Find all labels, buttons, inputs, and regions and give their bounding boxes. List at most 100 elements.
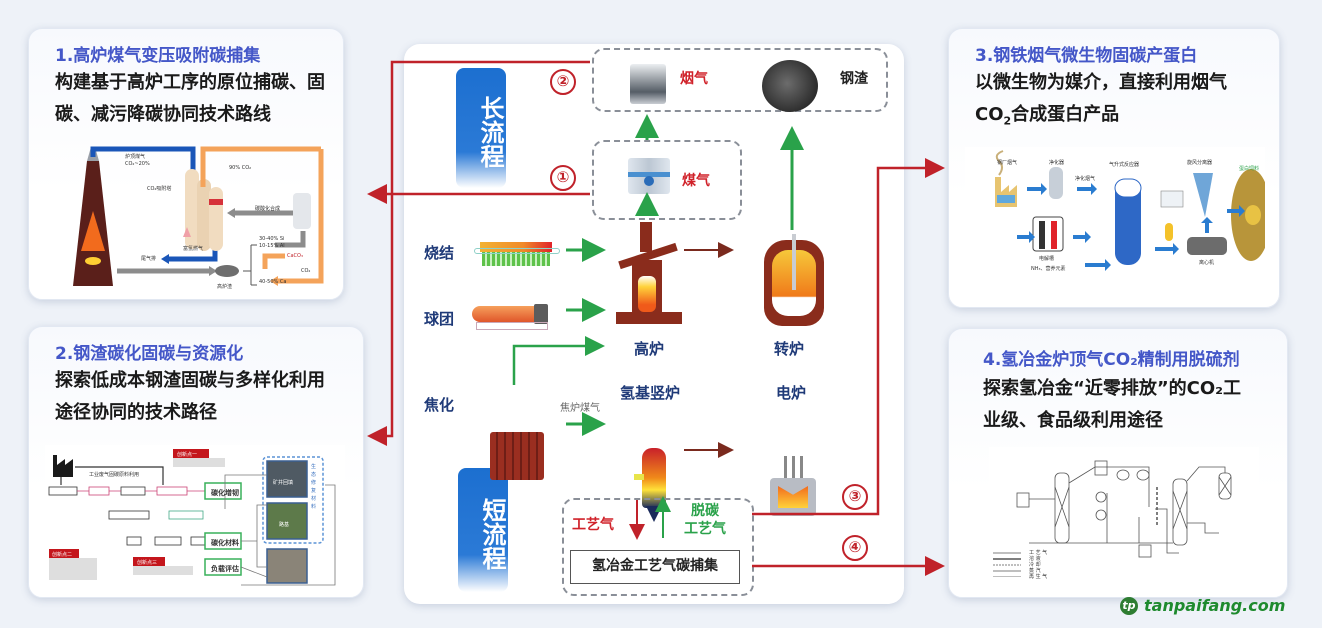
microbial-process-diagram: 钢厂烟气 净化器 净化烟气 气升式反应器 旋风分离器 蛋白饲料 电解槽 NH₃、…: [965, 147, 1271, 277]
watermark-text: tanpaifang.com: [1144, 596, 1286, 615]
card-description: 探索低成本钢渣固碳与多样化利用 途径协同的技术路径: [55, 365, 365, 429]
label-nutrients: NH₃、营养元素: [1031, 266, 1066, 272]
desc-line: 探索低成本钢渣固碳与多样化利用: [55, 370, 325, 391]
eaf-label: 电炉: [776, 384, 807, 402]
decarb-line-1: 脱碳: [691, 503, 719, 519]
regenerator-tower-icon: [1172, 478, 1188, 546]
block-photo: [266, 548, 308, 584]
label-load-eval: 负载评估: [211, 565, 239, 573]
desc-line: 构建基于高炉工序的原位捕碳、固: [55, 72, 325, 93]
label-road: 路基: [279, 522, 290, 528]
label-product-gas: 富氢燃气: [183, 246, 204, 252]
slag-carbonation-diagram: 工业废气固碳原料利用 创新点一 创新点二 创新点三 碳化增韧 碳化材料 负载评估…: [45, 445, 345, 595]
coke-oven-gas-label: 焦炉煤气: [560, 403, 600, 414]
desc-line: 业级、食品级利用途径: [983, 410, 1163, 431]
flue-gas-label: 烟气: [680, 71, 708, 87]
reactor-icon: [293, 193, 311, 229]
label-steel-flue: 钢厂烟气: [997, 160, 1018, 166]
route-number-4: ④: [842, 535, 868, 561]
desc-line: 途径协同的技术路径: [55, 402, 217, 423]
blue-flow-line: [90, 146, 196, 171]
bf-capture-diagram: 炉顶煤气 CO₂~20% 90% CO₂ CO₂吸附塔 碳酸化合成 富氢燃气 尾…: [65, 141, 325, 291]
label-eco-material: 生态修复材料: [311, 464, 317, 510]
desc-line: 探索氢冶金“近零排放”的CO₂工: [983, 378, 1242, 399]
label-top-gas: 炉顶煤气: [125, 154, 146, 160]
label-adsorb-tower: CO₂吸附塔: [147, 186, 172, 192]
label-innovation-2: 创新点二: [52, 552, 73, 558]
sinter-label: 烧结: [424, 244, 455, 262]
card-title: 4.氢冶金炉顶气CO₂精制用脱硫剂: [983, 345, 1240, 370]
innovation-tag-3: [133, 557, 165, 566]
tanpaifang-logo-icon: tp: [1120, 596, 1138, 615]
card-title: 3.钢铁烟气微生物固碳产蛋白: [975, 46, 1198, 66]
desc-line: CO2合成蛋白产品: [975, 104, 1120, 128]
card-slag-carbonation: 2.钢渣碳化固碳与资源化 探索低成本钢渣固碳与多样化利用 途径协同的技术路径: [28, 326, 364, 598]
short-route-tag: 短流程: [458, 468, 508, 592]
legend-item: 工 艺 气: [1029, 550, 1048, 556]
label-ca: 40-50% Ca: [259, 279, 287, 285]
purifier-icon: [1049, 167, 1063, 199]
bf-gas-box: [592, 140, 742, 220]
coke-oven-icon: [490, 432, 544, 480]
centrifuge-icon: [1187, 237, 1227, 255]
label-innovation-3: 创新点三: [137, 560, 158, 566]
flue-gas-icon: [630, 64, 666, 104]
slag-flow-svg: [48, 449, 336, 586]
exchanger-icon: [1016, 492, 1030, 508]
steel-slag-label: 钢渣: [840, 71, 868, 87]
card-title-text: 4.氢冶金炉顶气CO₂精制用脱硫剂: [983, 350, 1240, 370]
road-photo: [266, 502, 308, 540]
legend-item: 再 生 气: [1029, 574, 1048, 580]
label-co2: CO₂: [301, 268, 311, 274]
route-number-3: ③: [842, 484, 868, 510]
label-co2-20: CO₂~20%: [125, 161, 150, 167]
factory-icon: [53, 455, 73, 477]
label-product: 蛋白饲料: [1239, 166, 1260, 172]
label-centrifuge: 离心机: [1199, 260, 1215, 266]
label-al: 10-15% Al: [259, 243, 285, 249]
refining-svg: [993, 460, 1232, 578]
process-gas-label: 工艺气: [572, 517, 614, 533]
label-electrolyzer: 电解槽: [1039, 256, 1055, 262]
legend-item: 蒸 汽: [1029, 568, 1041, 574]
card-description: 构建基于高炉工序的原位捕碳、固 碳、减污降碳协同技术路线: [55, 67, 345, 131]
coking-label: 焦化: [424, 396, 455, 414]
cyclone-icon: [1193, 173, 1213, 217]
card-h2-co2-refining: 4.氢冶金炉顶气CO₂精制用脱硫剂 探索氢冶金“近零排放”的CO₂工 业级、食品…: [948, 328, 1288, 598]
legend-item: 冷 却: [1029, 562, 1041, 568]
desc-line: 以微生物为媒介，直接利用烟气: [975, 72, 1227, 93]
bf-capture-svg: [73, 146, 324, 286]
co2-refining-process-diagram: 工 艺 气 溶 液 冷 却 蒸 汽 再 生 气: [989, 447, 1259, 580]
adsorption-tower-icon: [185, 169, 199, 249]
watermark-logo: tp tanpaifang.com: [1120, 596, 1285, 615]
card-title: 1.高炉煤气变压吸附碳捕集: [55, 46, 261, 66]
converter-label: 转炉: [774, 340, 805, 358]
label-caco3: CaCO₃: [287, 253, 303, 259]
label-clean-gas: 净化烟气: [1075, 176, 1096, 182]
long-route-tag: 长流程: [456, 68, 506, 188]
electrolyzer-icon: [1032, 216, 1064, 252]
label-reactor: 气升式反应器: [1109, 162, 1140, 168]
pellet-kiln-icon: [472, 304, 558, 332]
label-carbonation-material: 碳化材料: [211, 539, 239, 547]
steel-slag-icon: [762, 60, 818, 112]
label-flue-flow: 工业废气固碳原料利用: [89, 472, 140, 478]
legend-item: 溶 液: [1029, 556, 1041, 562]
desc-line: 碳、减污降碳协同技术路线: [55, 104, 271, 125]
converter-icon: [764, 234, 824, 326]
label-carbonation-mining: 碳化增韧: [211, 489, 239, 497]
label-exhaust: 尾气排: [141, 256, 157, 262]
label-mine: 矿井回填: [273, 480, 294, 486]
h2-shaft-label: 氢基竖炉: [620, 384, 681, 402]
label-slag: 高炉渣: [217, 284, 233, 290]
decarb-line-2: 工艺气: [684, 521, 726, 537]
label-synth: 碳酸化合成: [255, 206, 281, 212]
innovation-tag-2: [49, 549, 79, 558]
desc-line-rest: 合成蛋白产品: [1011, 104, 1120, 125]
route-number-1: ①: [550, 165, 576, 191]
label-co2-90: 90% CO₂: [229, 165, 252, 171]
airlift-reactor-icon: [1115, 179, 1141, 265]
pellet-label: 球团: [424, 310, 455, 328]
label-separator: 旋风分离器: [1187, 160, 1213, 166]
blast-furnace-icon: [614, 222, 684, 326]
